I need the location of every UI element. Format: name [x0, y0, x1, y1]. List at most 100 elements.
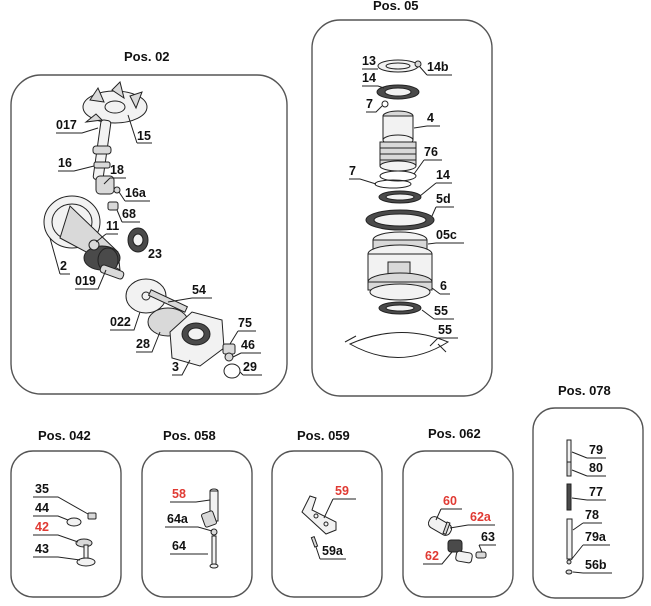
part-ring-76 — [379, 170, 417, 182]
panel-frame-pos-02 — [10, 74, 288, 395]
panel-pos-058: Pos. 058 58 64a 64 — [141, 428, 253, 598]
label-77: 77 — [589, 485, 603, 499]
panel-frame-pos-062 — [402, 450, 514, 598]
panel-pos-042: Pos. 042 35 44 42 43 — [10, 428, 122, 598]
label-6: 6 — [440, 279, 447, 293]
part-bolt-43 — [76, 544, 96, 567]
label-16: 16 — [58, 156, 72, 170]
panel-pos-078: Pos. 078 79 80 77 78 79a 56b — [532, 383, 644, 599]
label-35: 35 — [35, 482, 49, 496]
label-16a: 16a — [125, 186, 147, 200]
label-7-top: 7 — [366, 97, 373, 111]
panel-title-pos-05: Pos. 05 — [373, 0, 419, 13]
panel-frame-pos-05 — [311, 19, 493, 397]
label-46: 46 — [241, 338, 255, 352]
part-bearing-13 — [377, 59, 419, 73]
label-11: 11 — [106, 219, 119, 233]
part-11 — [88, 239, 100, 251]
label-14-top: 14 — [362, 71, 376, 85]
label-5d: 5d — [436, 192, 451, 206]
part-valve-75 — [222, 343, 236, 362]
part-rod-78 — [566, 518, 573, 560]
label-64a: 64a — [167, 512, 189, 526]
panel-frame-pos-058 — [141, 450, 253, 598]
label-56b: 56b — [585, 558, 607, 572]
part-impeller-15 — [82, 81, 148, 124]
part-pin-64 — [209, 535, 219, 569]
label-23: 23 — [148, 247, 162, 261]
part-56b — [565, 569, 573, 575]
panel-pos-05: Pos. 05 — [311, 0, 493, 397]
part-pin-59a — [310, 535, 319, 548]
label-80: 80 — [589, 461, 603, 475]
label-05c: 05c — [436, 228, 457, 242]
label-3: 3 — [172, 360, 179, 374]
part-pin-54 — [147, 289, 189, 313]
part-bracket-59 — [301, 495, 337, 535]
part-68 — [107, 201, 119, 211]
part-seal-14 — [378, 190, 422, 204]
label-55: 55 — [434, 304, 448, 318]
label-64: 64 — [172, 539, 186, 553]
label-4: 4 — [427, 111, 434, 125]
labels-pos-02: 017 15 16 18 16a 68 11 23 2 019 54 022 2… — [49, 114, 262, 376]
label-14b: 14b — [427, 60, 449, 74]
part-shaft-017 — [92, 119, 115, 195]
label-2: 2 — [60, 259, 67, 273]
label-29: 29 — [243, 360, 257, 374]
label-58: 58 — [172, 487, 186, 501]
part-seal-55 — [378, 301, 422, 315]
label-28: 28 — [136, 337, 150, 351]
label-60: 60 — [443, 494, 457, 508]
part-bearing-5d — [365, 209, 435, 231]
label-44: 44 — [35, 501, 49, 515]
panel-frame-pos-042 — [10, 450, 122, 598]
panel-pos-062: Pos. 062 60 62a 63 62 — [402, 426, 514, 598]
label-68: 68 — [122, 207, 136, 221]
label-7: 7 — [349, 164, 356, 178]
label-79: 79 — [589, 443, 603, 457]
panel-title-pos-02: Pos. 02 — [124, 49, 170, 64]
part-pin-62a — [442, 521, 451, 535]
part-body-6 — [367, 253, 433, 301]
part-80 — [566, 461, 572, 477]
labels-pos-059: 59 59a — [315, 484, 356, 560]
part-clamp-55 — [344, 331, 450, 358]
part-16a — [113, 186, 121, 194]
label-019: 019 — [75, 274, 96, 288]
part-cover-3 — [169, 311, 225, 367]
label-75: 75 — [238, 316, 252, 330]
panel-title-pos-059: Pos. 059 — [297, 428, 350, 443]
label-79a: 79a — [585, 530, 607, 544]
label-15: 15 — [137, 129, 151, 143]
label-54: 54 — [192, 283, 206, 297]
label-62a: 62a — [470, 510, 492, 524]
part-spring-77 — [566, 483, 572, 511]
part-seal-14-top — [376, 84, 420, 100]
panel-title-pos-058: Pos. 058 — [163, 428, 216, 443]
labels-pos-05: 13 14b 14 7 4 7 76 14 5d 05c 6 55 55 — [349, 54, 464, 347]
panel-frame-pos-078 — [532, 407, 644, 599]
part-sleeve-4 — [379, 110, 417, 172]
label-55-clamp: 55 — [438, 323, 452, 337]
part-oring-29 — [223, 363, 241, 379]
panel-title-pos-078: Pos. 078 — [558, 383, 611, 398]
panel-pos-02: Pos. 02 — [10, 49, 288, 395]
part-gear-019 — [97, 247, 125, 280]
part-14b — [414, 60, 422, 68]
labels-pos-062: 60 62a 63 62 — [423, 494, 496, 565]
part-35 — [87, 512, 97, 520]
label-62: 62 — [425, 549, 439, 563]
label-022: 022 — [110, 315, 131, 329]
label-017: 017 — [56, 118, 77, 132]
label-63: 63 — [481, 530, 495, 544]
part-64a — [210, 528, 218, 536]
label-14: 14 — [436, 168, 450, 182]
label-78: 78 — [585, 508, 599, 522]
part-screw-63 — [475, 551, 487, 559]
panel-title-pos-062: Pos. 062 — [428, 426, 481, 441]
labels-pos-058: 58 64a 64 — [165, 487, 213, 555]
panel-pos-059: Pos. 059 59 59a — [271, 428, 383, 598]
label-18: 18 — [110, 163, 124, 177]
